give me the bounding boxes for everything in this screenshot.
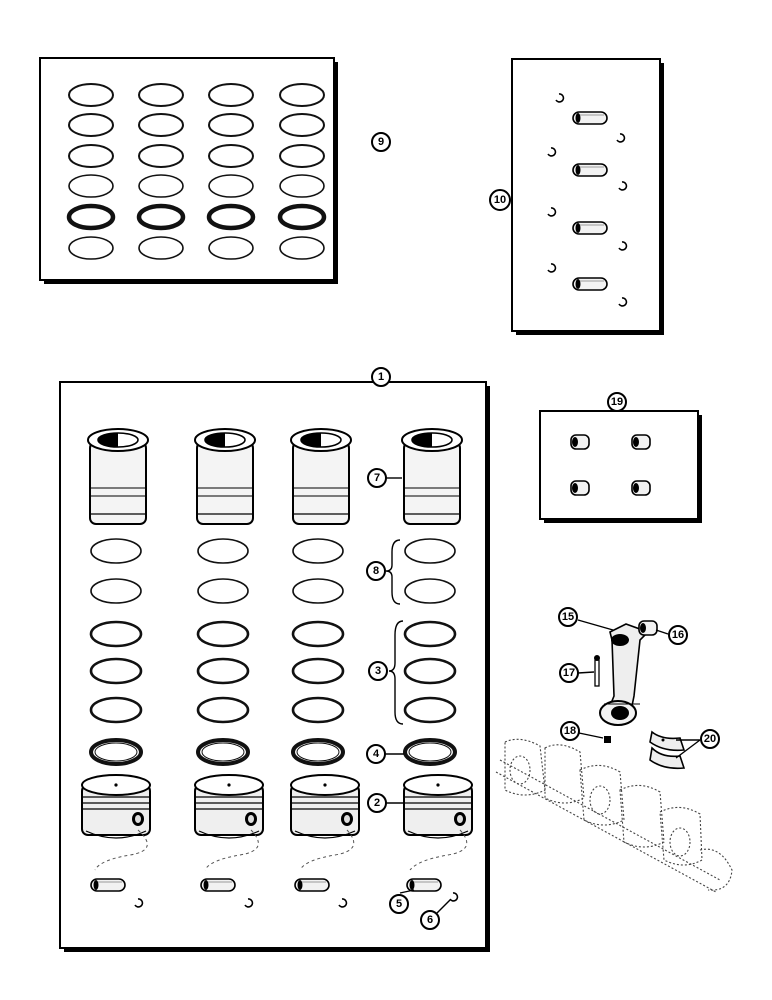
bearing-shell-icon — [649, 730, 686, 770]
svg-text:20: 20 — [704, 733, 716, 745]
callout-2: 2 — [367, 793, 404, 813]
bushing-panel — [539, 410, 702, 523]
svg-text:15: 15 — [562, 611, 574, 623]
bushing-icon — [570, 480, 590, 496]
sleeve-seal-rings — [90, 538, 456, 604]
piston-pin-panel — [511, 58, 664, 335]
svg-text:19: 19 — [611, 396, 623, 408]
oil-ring-icons — [89, 738, 457, 766]
callout-8: 8 — [366, 539, 401, 605]
bushing-icon — [631, 434, 651, 450]
bushing-icon — [570, 434, 590, 450]
svg-text:3: 3 — [375, 665, 381, 677]
callout-16: 16 — [655, 625, 688, 645]
callout-6: 6 — [420, 899, 451, 930]
callout-20: 20 — [675, 729, 720, 759]
bushing-icon — [631, 480, 651, 496]
svg-text:8: 8 — [373, 565, 379, 577]
piston-ring-icons — [89, 620, 457, 724]
nut-icon — [604, 736, 611, 743]
callout-15: 15 — [558, 607, 614, 631]
callout-9: 9 — [371, 132, 391, 152]
callout-5: 5 — [389, 889, 415, 914]
svg-text:2: 2 — [374, 797, 380, 809]
svg-text:16: 16 — [672, 629, 684, 641]
connecting-rod-bolt-icon — [594, 655, 600, 687]
ring-set-panel — [39, 57, 338, 284]
callout-1: 1 — [371, 367, 391, 387]
svg-text:17: 17 — [563, 667, 575, 679]
callout-4: 4 — [366, 744, 404, 764]
callout-17: 17 — [559, 663, 595, 683]
svg-text:6: 6 — [427, 914, 433, 926]
callout-18: 18 — [560, 721, 604, 741]
svg-text:4: 4 — [373, 748, 380, 760]
svg-text:7: 7 — [374, 472, 380, 484]
ring-grid — [66, 83, 327, 260]
svg-text:10: 10 — [494, 194, 506, 206]
rod-bushing-icon — [638, 620, 658, 636]
crankshaft-reference-icon — [495, 738, 733, 893]
callout-19: 19 — [607, 392, 627, 412]
connecting-rod-icon — [599, 623, 650, 726]
pin-assembly-paths — [94, 829, 468, 871]
callout-10: 10 — [489, 189, 511, 211]
svg-text:9: 9 — [378, 136, 384, 148]
svg-text:5: 5 — [396, 898, 402, 910]
callout-3: 3 — [368, 620, 404, 725]
svg-text:1: 1 — [378, 371, 384, 383]
callout-7: 7 — [367, 468, 402, 488]
svg-text:18: 18 — [564, 725, 576, 737]
